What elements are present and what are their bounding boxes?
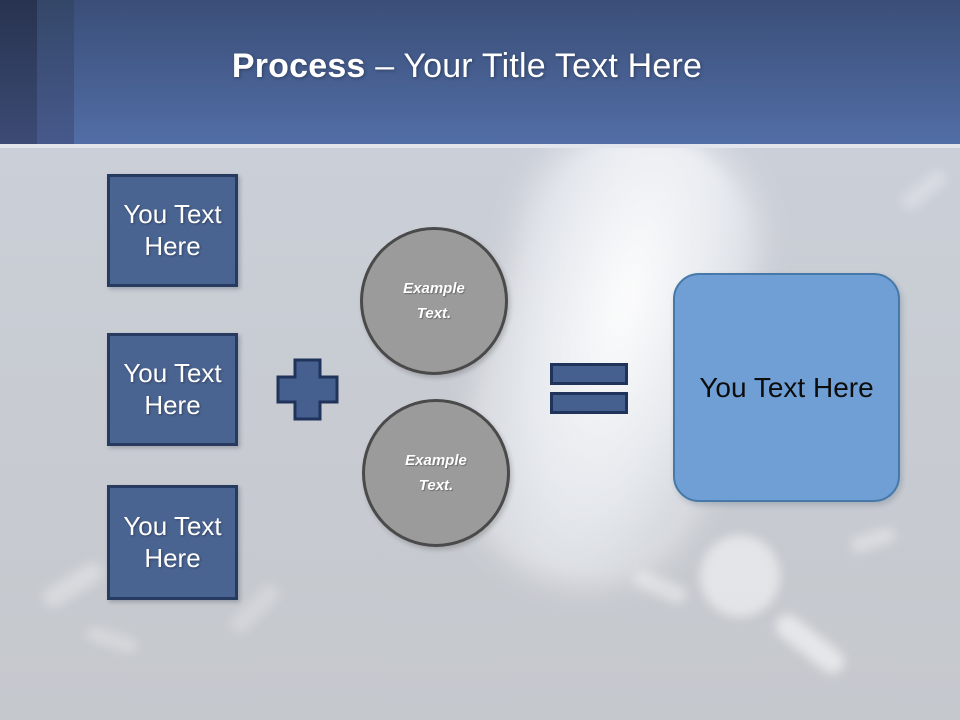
example-circle-2-label: Example Text. <box>405 451 467 495</box>
result-box-label: You Text Here <box>699 371 874 403</box>
slide-title-keyword: Process <box>231 47 366 85</box>
input-box-1[interactable]: You Text Here <box>107 174 238 287</box>
bacterium-ghost-pill <box>771 609 849 679</box>
bacterium-ghost-pill <box>630 567 690 607</box>
header-accent-stripe-light <box>37 0 74 144</box>
bacterium-ghost-pill <box>898 167 950 213</box>
bacterium-ghost-pill <box>39 559 107 611</box>
input-box-2[interactable]: You Text Here <box>107 333 238 446</box>
header-accent-stripe-dark <box>0 0 37 144</box>
equals-shape[interactable] <box>550 363 628 414</box>
input-box-2-label: You Text Here <box>123 357 222 420</box>
bacterium-ghost-pill <box>848 525 898 555</box>
input-box-1-label: You Text Here <box>123 198 222 261</box>
equals-icon <box>550 363 628 385</box>
input-box-3[interactable]: You Text Here <box>107 485 238 600</box>
title-bar: Process – Your Title Text Here <box>0 0 960 148</box>
bacterium-ghost-blob <box>700 535 780 617</box>
example-circle-2[interactable]: Example Text. <box>362 399 510 547</box>
input-box-3-label: You Text Here <box>123 510 222 573</box>
plus-shape[interactable] <box>275 357 340 422</box>
result-box[interactable]: You Text Here <box>673 273 900 502</box>
bacterium-ghost-pill <box>84 624 140 656</box>
equals-icon <box>550 392 628 414</box>
slide-title-rest: – Your Title Text Here <box>365 47 703 85</box>
example-circle-1-label: Example Text. <box>403 279 465 323</box>
slide-title[interactable]: Process – Your Title Text Here <box>0 47 947 86</box>
plus-icon <box>276 358 339 421</box>
example-circle-1[interactable]: Example Text. <box>360 227 508 375</box>
